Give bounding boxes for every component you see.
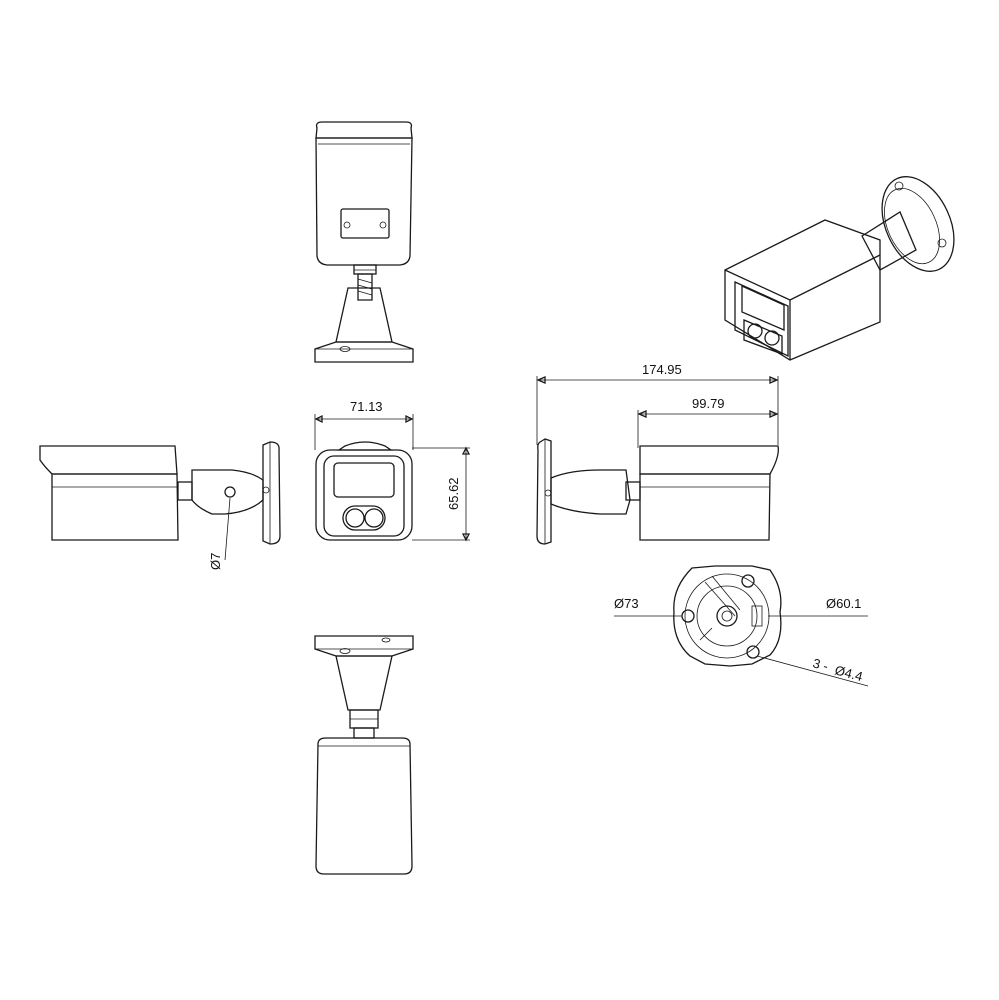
base-outer-label: Ø73 xyxy=(614,596,639,611)
front-view xyxy=(314,414,471,542)
housing-length-label: 99.79 xyxy=(692,396,725,411)
overall-length-label: 174.95 xyxy=(642,362,682,377)
base-plate-view xyxy=(614,565,869,687)
top-view xyxy=(314,121,414,363)
mount-holes-size-label: Ø4.4 xyxy=(833,662,864,684)
bracket-hole-label: Ø7 xyxy=(208,553,223,570)
front-width-label: 71.13 xyxy=(350,399,383,414)
isometric-view xyxy=(724,176,955,361)
front-height-label: 65.62 xyxy=(446,477,461,510)
bottom-view xyxy=(314,635,414,875)
left-side-view xyxy=(39,441,281,561)
right-side-view xyxy=(536,376,779,545)
mount-holes-count-label: 3 - xyxy=(811,655,830,673)
base-bolt-circle-label: Ø60.1 xyxy=(826,596,861,611)
